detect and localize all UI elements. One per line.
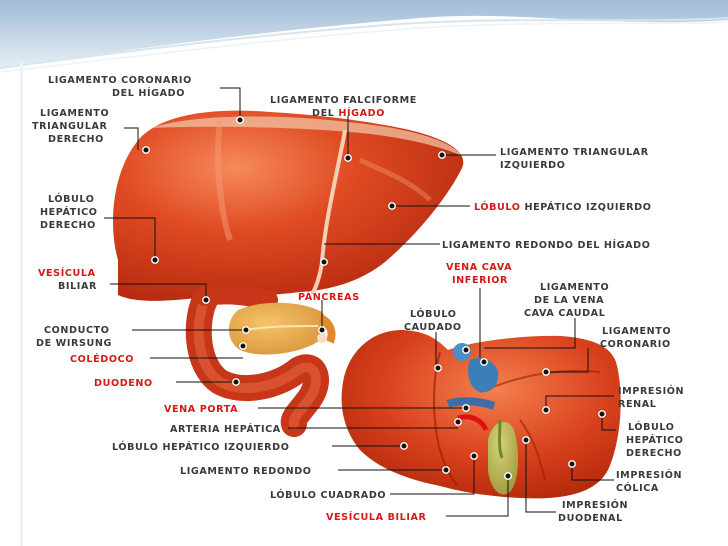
- label-ligamento-falciforme-2: DEL HÍGADO: [312, 106, 385, 119]
- label-pancreas: PÁNCREAS: [298, 290, 360, 303]
- duodenum: [185, 284, 329, 437]
- label-lobulo-caudado-2: CAUDADO: [404, 322, 462, 333]
- label-lobulo-cuadrado: LÓBULO CUADRADO: [270, 488, 386, 501]
- label-impresion-duodenal: IMPRESIÓN: [562, 498, 628, 511]
- label-duodeno: DUODENO: [94, 378, 153, 389]
- label-vena-porta: VENA PORTA: [164, 404, 238, 415]
- label-vesicula-biliar-b: VESÍCULA BILIAR: [326, 510, 427, 523]
- label-ligamento-coronario-b-2: CORONARIO: [600, 339, 671, 350]
- label-ligamento-triangular-derecho-2: TRIANGULAR: [32, 121, 108, 132]
- label-ligamento-vena-cava-3: CAVA CAUDAL: [524, 308, 605, 319]
- label-conducto-wirsung: CONDUCTO: [44, 325, 110, 336]
- label-ligamento-triangular-derecho-3: DERECHO: [48, 134, 104, 145]
- anterior-liver: [113, 110, 464, 301]
- label-lobulo-hepatico-derecho-b-2: HEPÁTICO: [626, 433, 684, 446]
- label-ligamento-coronario-2: DEL HÍGADO: [112, 86, 185, 99]
- label-ligamento-triangular-derecho: LIGAMENTO: [40, 108, 109, 119]
- label-vesicula-biliar: VESÍCULA: [38, 266, 96, 279]
- leader-lines: [104, 87, 616, 517]
- label-vena-cava-inferior-2: INFERIOR: [452, 275, 508, 286]
- label-lobulo-hepatico-izquierdo: LÓBULO HEPÁTICO IZQUIERDO: [474, 200, 651, 213]
- label-ligamento-triangular-izquierdo: LIGAMENTO TRIANGULAR: [500, 147, 649, 158]
- label-coledoco: COLÉDOCO: [70, 352, 134, 365]
- label-lobulo-caudado: LÓBULO: [410, 307, 457, 320]
- label-ligamento-redondo: LIGAMENTO REDONDO: [180, 466, 312, 477]
- label-ligamento-triangular-izquierdo-2: IZQUIERDO: [500, 160, 566, 171]
- label-ligamento-vena-cava-2: DE LA VENA: [534, 295, 604, 306]
- side-border: [20, 62, 23, 546]
- label-ligamento-falciforme: LIGAMENTO FALCIFORME: [270, 95, 417, 106]
- label-lobulo-hepatico-derecho-b: LÓBULO: [628, 420, 675, 433]
- label-ligamento-coronario-b: LIGAMENTO: [602, 326, 671, 337]
- label-lobulo-hepatico-izquierdo-b: LÓBULO HEPÁTICO IZQUIERDO: [112, 440, 289, 453]
- label-impresion-renal: IMPRESIÓN: [618, 384, 684, 397]
- label-ligamento-redondo-higado: LIGAMENTO REDONDO DEL HÍGADO: [442, 238, 651, 251]
- label-vesicula-biliar-2: BILIAR: [58, 281, 97, 292]
- label-lobulo-hepatico-derecho-b-3: DERECHO: [626, 448, 682, 459]
- label-impresion-renal-2: RENAL: [618, 399, 657, 410]
- labels: LIGAMENTO CORONARIO DEL HÍGADO LIGAMENTO…: [32, 75, 684, 524]
- label-impresion-colica: IMPRESIÓN: [616, 468, 682, 481]
- leader-dots: [142, 116, 606, 480]
- label-ligamento-coronario: LIGAMENTO CORONARIO: [48, 75, 192, 86]
- label-conducto-wirsung-2: DE WIRSUNG: [36, 338, 112, 349]
- label-arteria-hepatica: ARTERIA HEPÁTICA: [170, 422, 281, 435]
- header-decoration: [0, 0, 728, 73]
- label-impresion-colica-2: CÓLICA: [616, 481, 659, 494]
- label-impresion-duodenal-2: DUODENAL: [558, 513, 623, 524]
- label-lobulo-hepatico-derecho-2: HEPÁTICO: [40, 205, 98, 218]
- label-lobulo-hepatico-derecho-3: DERECHO: [40, 220, 96, 231]
- label-lobulo-hepatico-derecho: LÓBULO: [48, 192, 95, 205]
- label-ligamento-vena-cava: LIGAMENTO: [540, 282, 609, 293]
- label-vena-cava-inferior: VENA CAVA: [446, 262, 512, 273]
- visceral-liver: [341, 330, 621, 499]
